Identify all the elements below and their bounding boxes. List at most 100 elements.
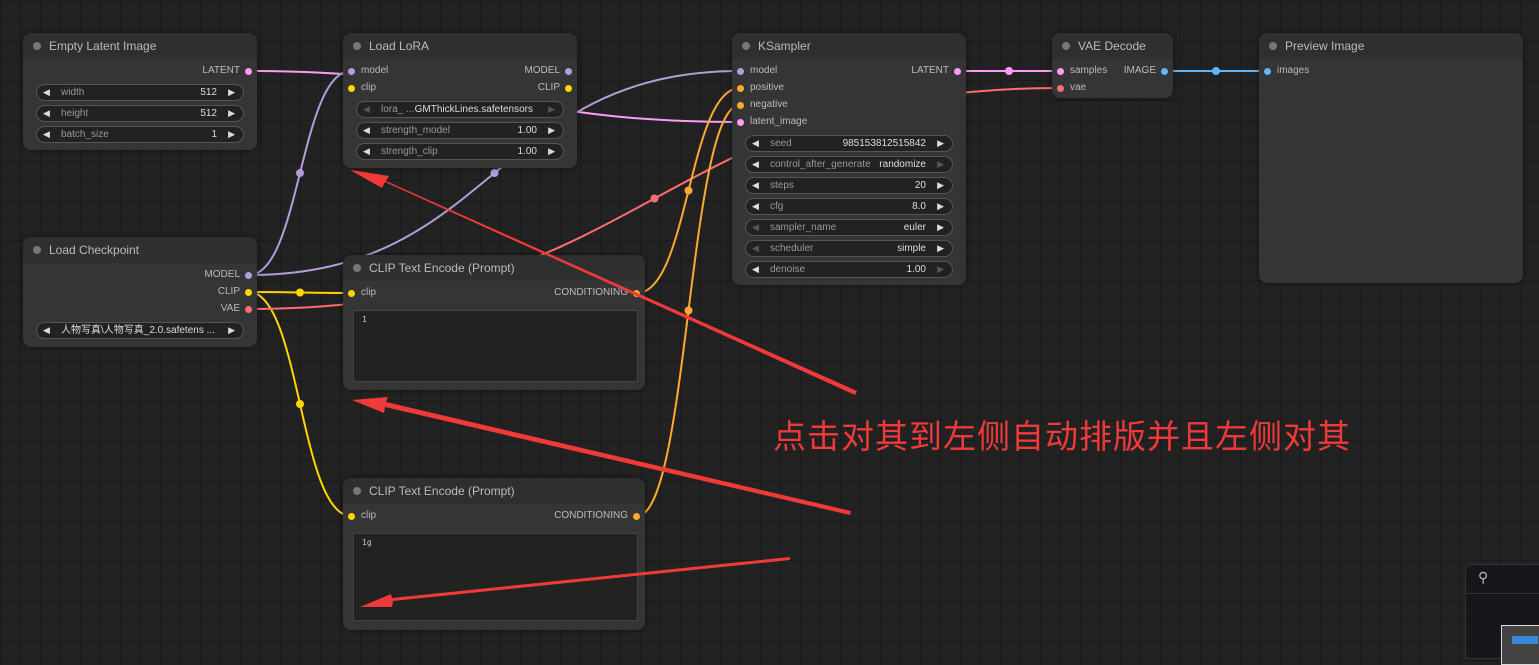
increment-arrow-icon[interactable]: ▶ <box>937 264 944 274</box>
output-slot-conditioning[interactable]: CONDITIONING <box>554 286 645 300</box>
slot-dot-icon[interactable] <box>245 68 252 75</box>
slot-dot-icon[interactable] <box>1057 85 1064 92</box>
increment-arrow-icon[interactable]: ▶ <box>937 138 944 148</box>
input-slot-images[interactable]: images <box>1259 64 1309 78</box>
output-slot-image[interactable]: IMAGE <box>1124 64 1173 78</box>
link-midpoint-dot[interactable] <box>296 169 304 177</box>
minimap-panel[interactable]: ⚲ <box>1465 564 1539 665</box>
input-slot-vae[interactable]: vae <box>1052 81 1086 95</box>
output-slot-latent[interactable]: LATENT <box>911 64 966 78</box>
link-midpoint-dot[interactable] <box>1212 67 1220 75</box>
decrement-arrow-icon[interactable]: ◀ <box>363 146 370 156</box>
increment-arrow-icon[interactable]: ▶ <box>937 180 944 190</box>
increment-arrow-icon[interactable]: ▶ <box>548 104 555 114</box>
link-clip[interactable] <box>248 291 352 517</box>
widget-ckptname[interactable]: ◀人物写真\人物写真_2.0.safetens ...▶ <box>36 322 244 339</box>
output-slot-vae[interactable]: VAE <box>221 302 257 316</box>
slot-dot-icon[interactable] <box>565 85 572 92</box>
prompt-textarea[interactable]: 1g <box>353 533 638 621</box>
node-title[interactable]: Load LoRA <box>343 33 577 59</box>
link-conditioning[interactable] <box>636 87 741 294</box>
decrement-arrow-icon[interactable]: ◀ <box>43 87 50 97</box>
decrement-arrow-icon[interactable]: ◀ <box>752 180 759 190</box>
slot-dot-icon[interactable] <box>565 68 572 75</box>
decrement-arrow-icon[interactable]: ◀ <box>752 222 759 232</box>
slot-dot-icon[interactable] <box>1057 68 1064 75</box>
increment-arrow-icon[interactable]: ▶ <box>548 146 555 156</box>
node-title[interactable]: Preview Image <box>1259 33 1523 59</box>
decrement-arrow-icon[interactable]: ◀ <box>752 138 759 148</box>
increment-arrow-icon[interactable]: ▶ <box>937 201 944 211</box>
link-midpoint-dot[interactable] <box>684 306 693 315</box>
output-slot-clip[interactable]: CLIP <box>218 285 257 299</box>
link-midpoint-dot[interactable] <box>490 169 499 177</box>
node-title[interactable]: CLIP Text Encode (Prompt) <box>343 255 645 281</box>
increment-arrow-icon[interactable]: ▶ <box>228 108 235 118</box>
link-midpoint-dot[interactable] <box>1005 67 1013 75</box>
node-title[interactable]: CLIP Text Encode (Prompt) <box>343 478 645 504</box>
node-title[interactable]: Empty Latent Image <box>23 33 257 59</box>
increment-arrow-icon[interactable]: ▶ <box>228 325 235 335</box>
slot-dot-icon[interactable] <box>1264 68 1271 75</box>
decrement-arrow-icon[interactable]: ◀ <box>363 125 370 135</box>
decrement-arrow-icon[interactable]: ◀ <box>363 104 370 114</box>
slot-dot-icon[interactable] <box>737 68 744 75</box>
slot-dot-icon[interactable] <box>245 306 252 313</box>
increment-arrow-icon[interactable]: ▶ <box>548 125 555 135</box>
slot-dot-icon[interactable] <box>348 290 355 297</box>
input-slot-clip[interactable]: clip <box>343 509 376 523</box>
input-slot-negative[interactable]: negative <box>732 98 788 112</box>
input-slot-model[interactable]: model <box>732 64 777 78</box>
input-slot-clip[interactable]: clip <box>343 81 376 95</box>
decrement-arrow-icon[interactable]: ◀ <box>752 159 759 169</box>
input-slot-latent_image[interactable]: latent_image <box>732 115 807 129</box>
output-slot-clip[interactable]: CLIP <box>538 81 577 95</box>
link-conditioning[interactable] <box>636 104 741 517</box>
increment-arrow-icon[interactable]: ▶ <box>937 222 944 232</box>
link-clip[interactable] <box>248 291 352 294</box>
minimap-viewport[interactable] <box>1501 625 1539 665</box>
decrement-arrow-icon[interactable]: ◀ <box>43 325 50 335</box>
slot-dot-icon[interactable] <box>954 68 961 75</box>
node-title[interactable]: Load Checkpoint <box>23 237 257 263</box>
slot-dot-icon[interactable] <box>633 290 640 297</box>
node-title[interactable]: VAE Decode <box>1052 33 1173 59</box>
input-slot-samples[interactable]: samples <box>1052 64 1107 78</box>
slot-dot-icon[interactable] <box>348 85 355 92</box>
link-midpoint-dot[interactable] <box>296 400 304 408</box>
input-slot-clip[interactable]: clip <box>343 286 376 300</box>
slot-dot-icon[interactable] <box>737 119 744 126</box>
slot-dot-icon[interactable] <box>348 513 355 520</box>
link-model[interactable] <box>248 70 352 276</box>
prompt-textarea[interactable]: 1 <box>353 310 638 382</box>
increment-arrow-icon[interactable]: ▶ <box>937 243 944 253</box>
slot-dot-icon[interactable] <box>1161 68 1168 75</box>
input-slot-model[interactable]: model <box>343 64 388 78</box>
slot-dot-icon[interactable] <box>633 513 640 520</box>
settings-sliders-icon[interactable]: ⚲ <box>1466 565 1539 594</box>
slot-dot-icon[interactable] <box>737 85 744 92</box>
decrement-arrow-icon[interactable]: ◀ <box>752 264 759 274</box>
increment-arrow-icon[interactable]: ▶ <box>228 129 235 139</box>
decrement-arrow-icon[interactable]: ◀ <box>43 129 50 139</box>
increment-arrow-icon[interactable]: ▶ <box>937 159 944 169</box>
output-slot-conditioning[interactable]: CONDITIONING <box>554 509 645 523</box>
increment-arrow-icon[interactable]: ▶ <box>228 87 235 97</box>
decrement-arrow-icon[interactable]: ◀ <box>752 243 759 253</box>
slot-dot-icon[interactable] <box>737 102 744 109</box>
widget-lora-[interactable]: ◀lora_ ...GMThickLines.safetensors▶ <box>356 101 564 118</box>
decrement-arrow-icon[interactable]: ◀ <box>752 201 759 211</box>
